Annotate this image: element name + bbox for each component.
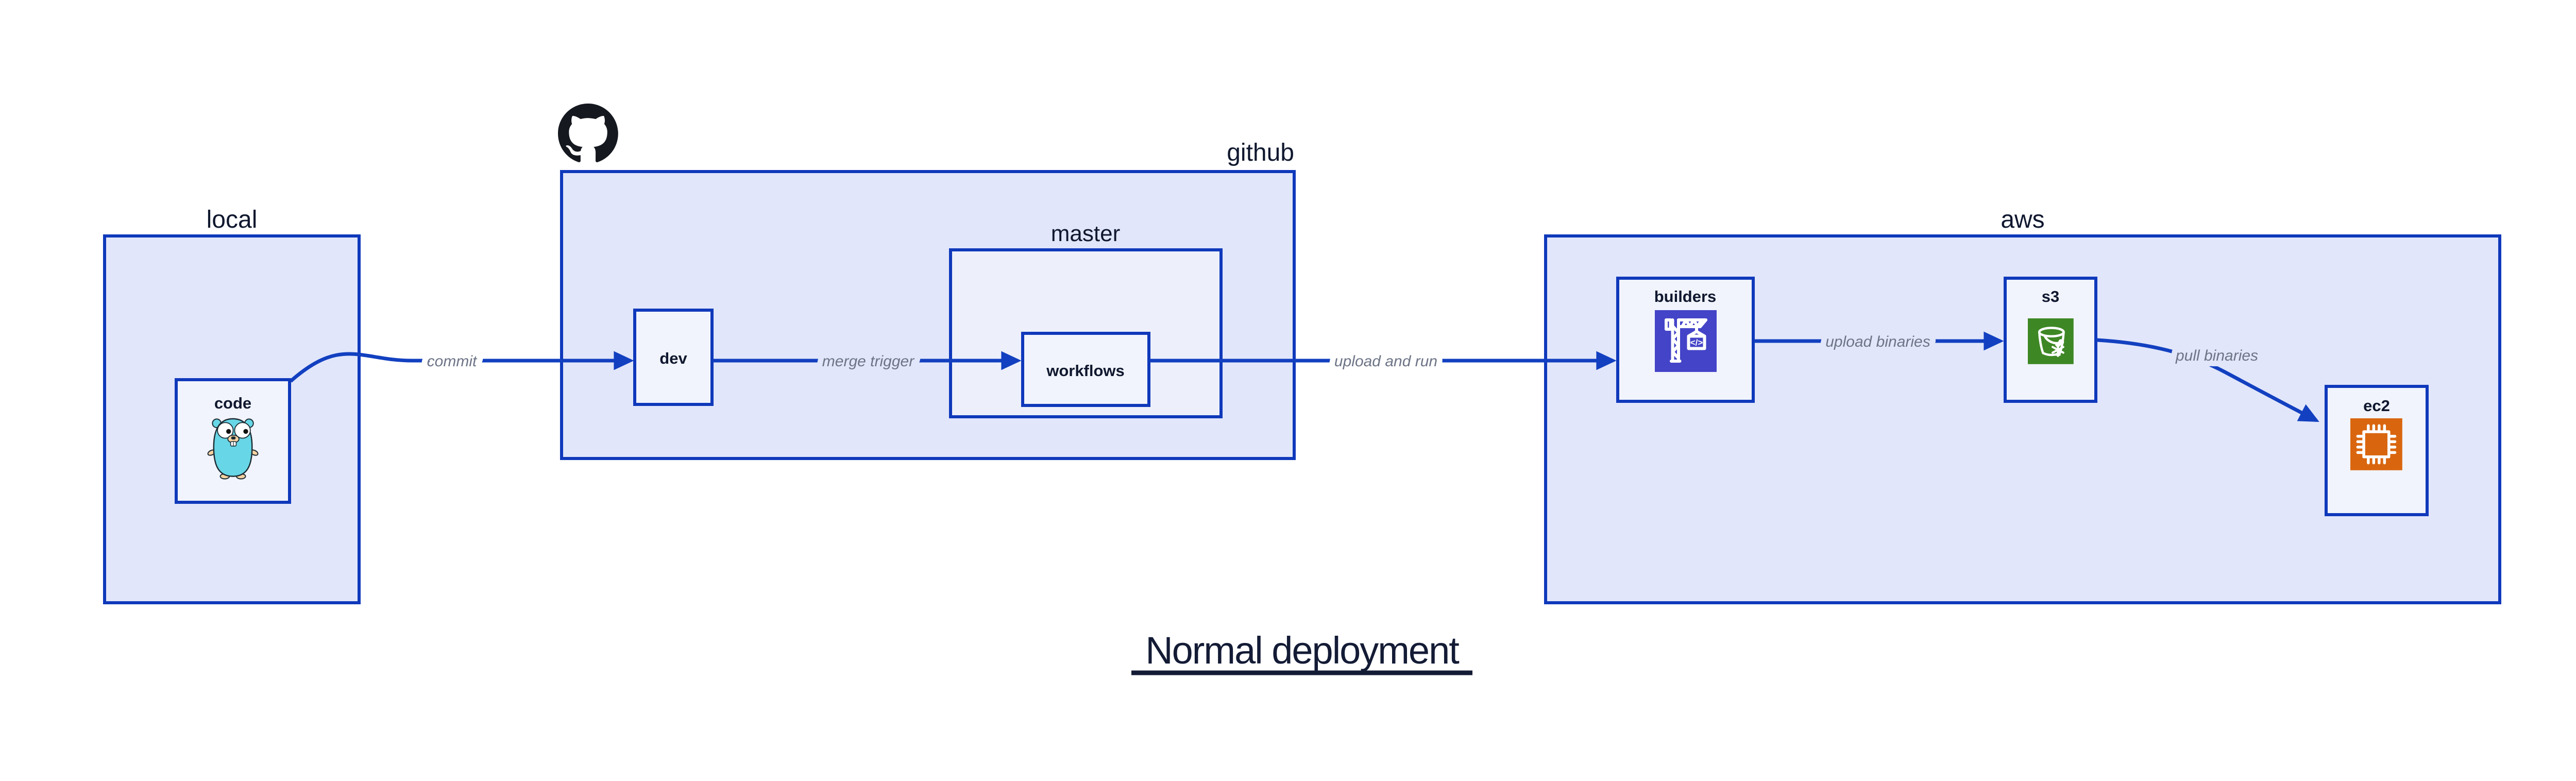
edge-label-commit: commit (427, 353, 478, 370)
node-box-dev (633, 309, 714, 406)
edge-label-upload-and-run: upload and run (1334, 353, 1437, 370)
edge-label-merge-trigger: merge trigger (822, 353, 914, 370)
group-label-local: local (207, 206, 258, 233)
github-octocat-icon (558, 104, 618, 162)
edge-label-pull-binaries: pull binaries (2175, 347, 2258, 364)
node-label-code: code (214, 394, 251, 412)
node-label-s3: s3 (2042, 287, 2059, 305)
s3-bucket-snowflake-icon (2028, 318, 2074, 364)
code-glyph: </> (1690, 338, 1703, 348)
group-label-github: github (1227, 139, 1294, 166)
edge-pull-binaries (2096, 338, 2319, 422)
node-label-builders: builders (1654, 287, 1717, 305)
node-box-workflows (1021, 332, 1150, 407)
diagram-title: Normal deployment (1145, 629, 1460, 672)
node-label-dev: dev (659, 349, 687, 367)
node-label-workflows: workflows (1046, 362, 1125, 380)
go-gopher-icon (207, 418, 259, 480)
node-label-ec2: ec2 (2363, 397, 2390, 415)
group-label-aws: aws (2001, 206, 2044, 233)
node-box-builders (1616, 277, 1755, 403)
ec2-chip-icon (2350, 418, 2402, 470)
edge-label-upload-binaries: upload binaries (1825, 333, 1930, 350)
edge-commit (289, 351, 634, 383)
group-label-master: master (1051, 221, 1120, 246)
codebuild-crane-icon: </> (1655, 310, 1717, 372)
